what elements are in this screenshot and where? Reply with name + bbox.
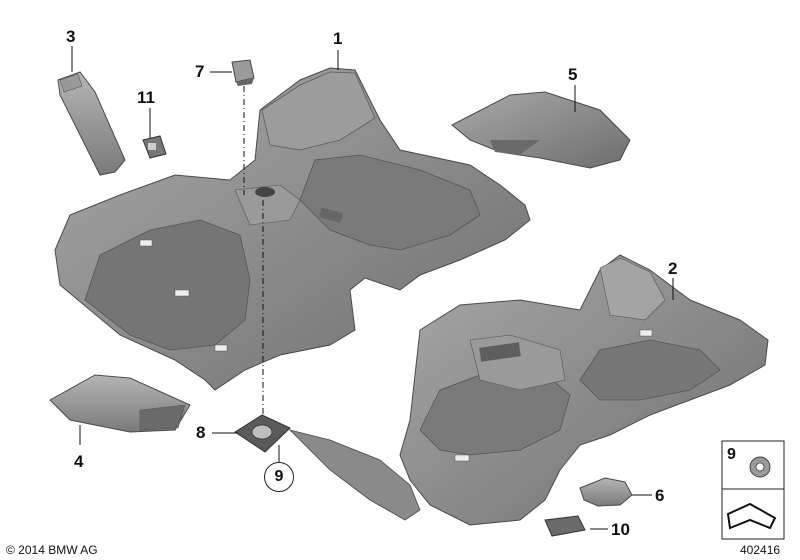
legend-graphics [721, 440, 785, 540]
callout-7: 7 [195, 62, 205, 81]
block-10 [544, 515, 586, 537]
front-floor-carpet [54, 67, 531, 391]
callout-1: 1 [333, 29, 343, 48]
diagram-id: 402416 [740, 543, 781, 557]
legend-mat-symbol-icon [726, 502, 777, 530]
callout-11: 11 [137, 88, 155, 107]
clip-11 [142, 135, 167, 159]
callout-6: 6 [655, 486, 665, 505]
small-mat-piece [49, 374, 191, 433]
grommet-plate [234, 414, 291, 453]
rear-floor-carpet [288, 254, 769, 526]
copyright-text: © 2014 BMW AG [6, 543, 98, 557]
panel-5 [451, 91, 631, 169]
callout-5: 5 [568, 65, 578, 84]
callout-2: 2 [668, 259, 678, 278]
callout-4: 4 [74, 452, 84, 471]
sill-strip [57, 71, 126, 176]
callout-9-circled: 9 [264, 462, 294, 492]
legend-item-number: 9 [727, 446, 736, 463]
small-block-7 [231, 59, 255, 86]
clip-piece [579, 477, 633, 507]
leader-lines [71, 46, 674, 530]
callout-8: 8 [196, 423, 206, 442]
callout-3: 3 [66, 27, 76, 46]
callout-10: 10 [611, 520, 630, 539]
